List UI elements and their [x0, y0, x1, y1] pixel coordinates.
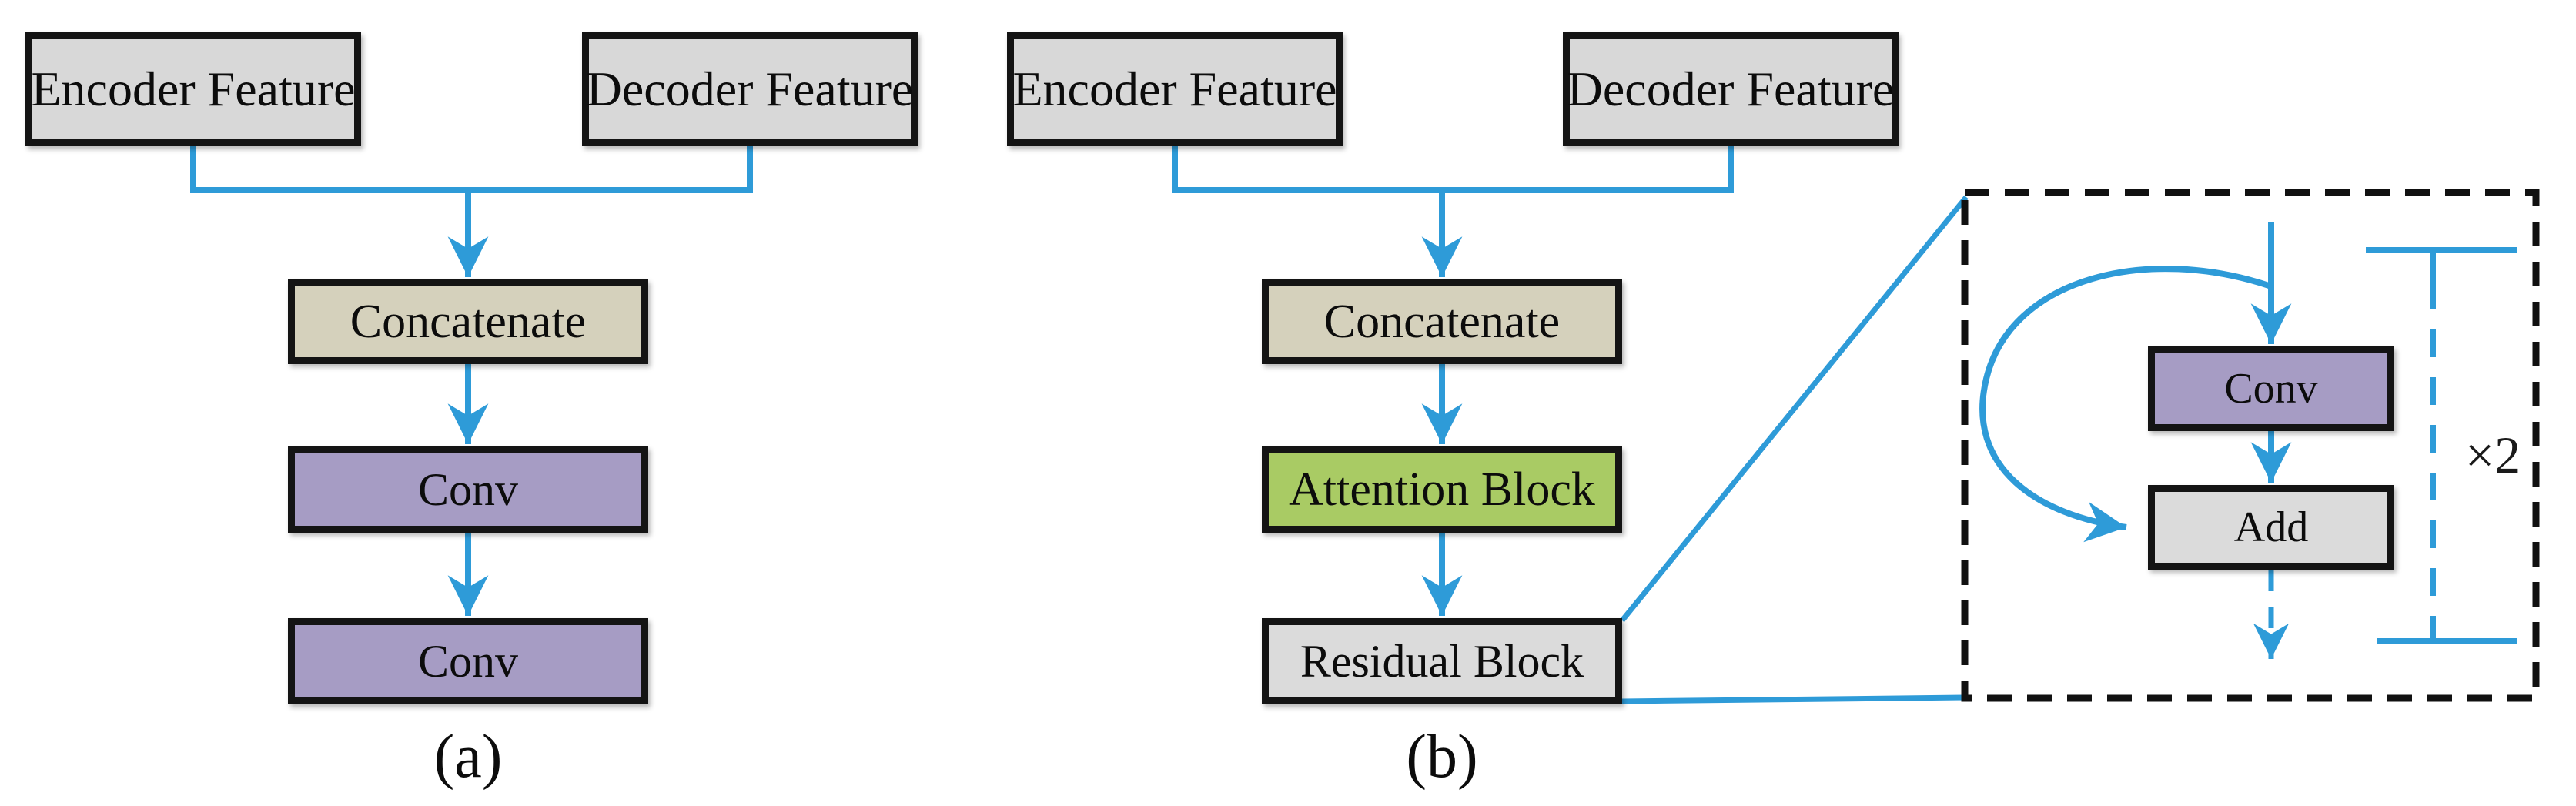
panel-b-attention-block-label: Attention Block [1289, 463, 1595, 516]
panel-a-caption: (a) [433, 723, 503, 791]
detail-skip-connection-arc [1979, 266, 2273, 543]
panel-a-merge-connector [190, 143, 753, 193]
panel-a-concatenate-box: Concatenate [288, 279, 648, 364]
detail-add-label: Add [2233, 503, 2309, 551]
panel-a-conv2-label: Conv [417, 635, 519, 687]
panel-b-encoder-feature-label: Encoder Feature [1012, 62, 1337, 116]
panel-a-conv1-box: Conv [288, 446, 648, 533]
panel-b-decoder-feature-label: Decoder Feature [1567, 62, 1895, 116]
callout-line-top [1620, 195, 1969, 623]
panel-b-merge-connector [1172, 143, 1734, 193]
panel-b-concatenate-label: Concatenate [1323, 295, 1561, 348]
panel-a-concatenate-label: Concatenate [350, 295, 587, 348]
residual-detail-dashed-border [1961, 189, 2540, 702]
callout-line-bottom [1621, 694, 1969, 704]
panel-a-decoder-feature-label: Decoder Feature [586, 62, 914, 116]
panel-b-concatenate-box: Concatenate [1262, 279, 1622, 364]
panel-a-conv2-box: Conv [288, 618, 648, 704]
panel-b-residual-block-label: Residual Block [1300, 635, 1584, 687]
detail-conv-box: Conv [2148, 346, 2394, 431]
detail-conv-label: Conv [2224, 365, 2318, 413]
detail-repeat-times2-label: ×2 [2464, 426, 2521, 484]
panel-b-residual-block-box: Residual Block [1262, 618, 1622, 704]
panel-a-encoder-feature-label: Encoder Feature [31, 62, 356, 116]
panel-a-encoder-feature-box: Encoder Feature [25, 32, 361, 146]
panel-b-decoder-feature-box: Decoder Feature [1563, 32, 1899, 146]
panel-b-encoder-feature-box: Encoder Feature [1007, 32, 1343, 146]
detail-add-box: Add [2148, 485, 2394, 570]
panel-a-decoder-feature-box: Decoder Feature [582, 32, 918, 146]
panel-b-attention-block-box: Attention Block [1262, 446, 1622, 533]
panel-a-conv1-label: Conv [417, 463, 519, 515]
panel-b-caption: (b) [1406, 723, 1478, 791]
